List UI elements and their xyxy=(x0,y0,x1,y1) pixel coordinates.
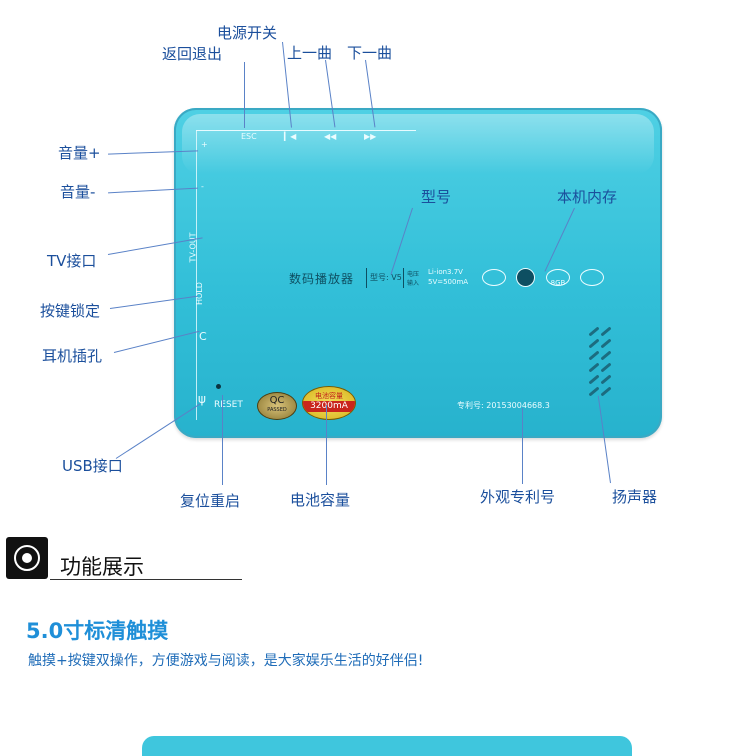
feature-heading: 5.0寸标清触摸 xyxy=(26,619,169,643)
feature-description: 触摸+按键双操作，方便游戏与阅读，是大家娱乐生活的好伴侣! xyxy=(28,653,424,669)
leader-back xyxy=(244,62,245,128)
model-text: 型号: V5 xyxy=(370,273,402,282)
callout-speaker: 扬声器 xyxy=(612,488,658,506)
callout-reset: 复位重启 xyxy=(180,492,241,510)
battery-sticker: 电池容量 3200mA xyxy=(302,386,356,420)
rewind-icon: ◀◀ xyxy=(324,132,337,141)
qc-sticker: QC PASSED xyxy=(257,392,297,420)
callout-tv: TV接口 xyxy=(47,252,97,270)
leader-reset xyxy=(222,395,223,485)
spec-label-1: 电压 xyxy=(407,271,420,278)
minus-label: - xyxy=(201,182,204,191)
qc-sub-text: PASSED xyxy=(267,407,287,413)
prev-button-icon: ▎◀ xyxy=(284,132,297,141)
info-divider-2 xyxy=(403,268,404,288)
hold-label: HOLD xyxy=(194,282,204,305)
device-shine xyxy=(182,114,654,174)
usb-logo-icon xyxy=(482,269,506,286)
callout-model: 型号 xyxy=(421,188,452,206)
qc-text: QC xyxy=(269,395,285,406)
esc-label: ESC xyxy=(241,132,257,141)
callout-next: 下一曲 xyxy=(347,44,393,62)
callout-patent: 外观专利号 xyxy=(480,488,556,506)
device-preview-partial xyxy=(142,736,632,756)
plus-label: + xyxy=(201,140,208,149)
fast-forward-icon: ▶▶ xyxy=(364,132,377,141)
callout-power: 电源开关 xyxy=(217,24,278,42)
reset-label: RESET xyxy=(214,400,243,410)
top-edge-line xyxy=(196,130,416,131)
spec-line-2: 5V=500mA xyxy=(428,278,469,286)
callout-memory: 本机内存 xyxy=(557,188,618,206)
usb-icon: ψ xyxy=(198,392,206,406)
section-icon-ring xyxy=(14,545,40,571)
info-divider xyxy=(366,268,367,288)
device-back-panel: ESC ▎◀ ◀◀ ▶▶ + - TV-OUT HOLD C ψ RESET Q… xyxy=(174,108,662,438)
leader-patent xyxy=(522,408,523,484)
callout-usb: USB接口 xyxy=(62,457,123,475)
memory-badge-text: 8GB xyxy=(550,279,566,287)
callout-battery: 电池容量 xyxy=(290,491,351,509)
speaker-grille xyxy=(584,326,614,406)
left-edge-line xyxy=(196,130,197,420)
section-title: 功能展示 xyxy=(60,555,144,579)
battery-sticker-value: 3200mA xyxy=(303,401,355,412)
section-icon-dot xyxy=(22,553,32,563)
reset-hole xyxy=(216,384,221,389)
section-icon xyxy=(6,537,48,579)
callout-back: 返回退出 xyxy=(162,45,223,63)
patent-number: 专利号: 20153004668.3 xyxy=(457,401,550,410)
recycle-icon xyxy=(516,268,535,287)
spec-line-1: Li-ion3.7V xyxy=(428,268,463,276)
callout-lock: 按键锁定 xyxy=(40,302,101,320)
callout-earphone: 耳机插孔 xyxy=(42,347,103,365)
player-name: 数码播放器 xyxy=(289,272,355,286)
leader-battery xyxy=(326,405,327,485)
callout-vol-down: 音量- xyxy=(60,183,96,201)
tv-out-label: TV-OUT xyxy=(188,232,198,263)
section-underline xyxy=(50,579,242,580)
earphone-icon: C xyxy=(199,330,207,343)
memory-badge: 8GB xyxy=(546,269,570,287)
battery-sticker-top: 电池容量 xyxy=(315,392,343,400)
spec-label-2: 输入 xyxy=(407,280,420,287)
callout-prev: 上一曲 xyxy=(287,44,333,62)
ce-mark-icon xyxy=(580,269,604,286)
callout-vol-up: 音量+ xyxy=(58,144,101,162)
